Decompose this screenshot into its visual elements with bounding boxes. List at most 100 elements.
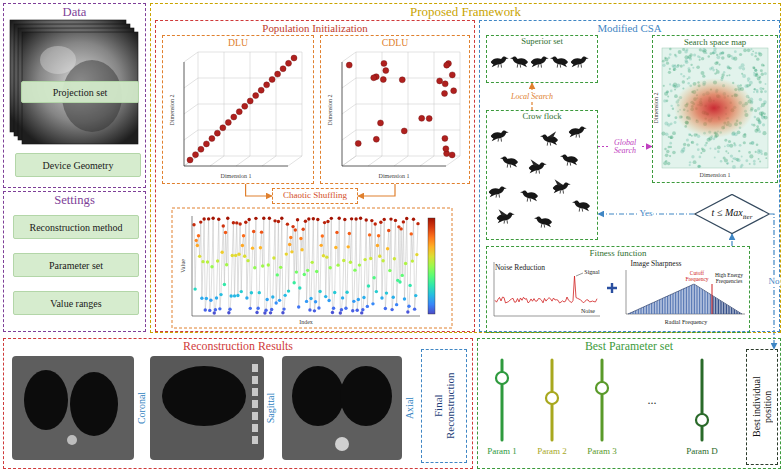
chaotic-plot bbox=[259, 246, 262, 249]
search-space-map bbox=[714, 157, 716, 159]
crow-icons bbox=[529, 159, 547, 173]
chaotic-plot bbox=[389, 217, 392, 220]
search-space-map bbox=[716, 54, 718, 56]
search-space-map bbox=[678, 50, 682, 54]
chaotic-plot bbox=[379, 221, 382, 224]
fitness-plots bbox=[697, 286, 698, 314]
edge-label: Yes bbox=[638, 209, 653, 218]
chaotic-plot bbox=[217, 218, 220, 221]
output-box: Final Reconstruction bbox=[421, 349, 467, 463]
reconstruction-images bbox=[335, 437, 349, 451]
search-space-map bbox=[751, 141, 754, 144]
dlu-plot bbox=[203, 141, 209, 147]
search-space-map bbox=[737, 158, 741, 162]
search-space-map bbox=[716, 70, 720, 74]
reconstruction-images bbox=[252, 364, 258, 372]
search-space-map bbox=[669, 68, 671, 70]
parameter-label: ... bbox=[648, 394, 657, 407]
chaotic-plot bbox=[390, 308, 393, 311]
search-space-map bbox=[753, 67, 755, 69]
reconstruction-images bbox=[340, 366, 392, 426]
chaotic-plot bbox=[339, 311, 342, 314]
search-space-map bbox=[763, 116, 765, 118]
crow-icons bbox=[497, 213, 515, 224]
reconstruction-images bbox=[252, 388, 258, 396]
chaotic-plot bbox=[406, 310, 409, 313]
dlu-plot bbox=[247, 98, 253, 104]
plot-label: Signal bbox=[584, 269, 599, 275]
search-space-map bbox=[665, 133, 669, 137]
reconstruction-images bbox=[12, 356, 134, 460]
dlu-plot bbox=[198, 146, 204, 152]
chaotic-plot bbox=[290, 250, 293, 253]
search-space-map bbox=[764, 72, 767, 75]
search-space-map bbox=[765, 157, 767, 159]
fitness-plots bbox=[684, 288, 685, 314]
chaotic-plot bbox=[405, 217, 408, 220]
chaotic-plot bbox=[270, 308, 273, 311]
dlu-plot bbox=[242, 103, 248, 109]
chaotic-plot bbox=[310, 261, 313, 264]
chaotic-plot bbox=[240, 290, 243, 293]
chaotic-plot bbox=[371, 302, 374, 305]
search-space-map bbox=[697, 55, 700, 58]
fitness-plots bbox=[718, 299, 719, 314]
setting-box: Value ranges bbox=[13, 291, 139, 315]
dlu-plot bbox=[184, 104, 198, 114]
chaotic-plot bbox=[197, 234, 200, 237]
reconstruction-images bbox=[252, 412, 258, 420]
search-space-map bbox=[763, 64, 765, 66]
setting-box: Projection set bbox=[21, 81, 139, 103]
reconstruction-images bbox=[24, 370, 68, 430]
chaotic-plot bbox=[354, 217, 357, 220]
cdlu-plot bbox=[346, 62, 352, 68]
search-space-map bbox=[696, 143, 698, 145]
search-space-map bbox=[699, 59, 701, 61]
search-space-map bbox=[756, 57, 759, 60]
search-space-map bbox=[684, 59, 687, 62]
chaotic-plot bbox=[253, 266, 256, 269]
projection-stack bbox=[40, 46, 76, 74]
parameter-sliders bbox=[596, 382, 608, 394]
reconstruction-images bbox=[252, 376, 258, 384]
chaotic-plot bbox=[220, 251, 223, 254]
chaotic-plot bbox=[196, 244, 199, 247]
chaotic-plot bbox=[194, 218, 418, 313]
search-space-map bbox=[667, 162, 671, 166]
chaotic-plot bbox=[192, 223, 195, 226]
chaotic-plot bbox=[347, 245, 350, 248]
chaotic-plot bbox=[208, 309, 211, 312]
search-space-map bbox=[682, 48, 685, 51]
search-space-map bbox=[669, 155, 671, 157]
search-space-map bbox=[742, 134, 746, 138]
search-space-map bbox=[670, 136, 673, 139]
search-space-map bbox=[763, 100, 767, 104]
cdlu-plot bbox=[368, 156, 382, 166]
chaotic-plot bbox=[381, 259, 384, 262]
chaotic-plot bbox=[193, 287, 196, 290]
crow-icons bbox=[534, 217, 552, 228]
search-space-map bbox=[761, 152, 763, 154]
search-space-map bbox=[759, 112, 763, 116]
panel-title: Settings bbox=[4, 192, 145, 208]
chaotic-plot bbox=[360, 311, 363, 314]
search-space-map bbox=[669, 48, 672, 51]
chaotic-plot bbox=[306, 269, 309, 272]
search-space-map bbox=[664, 58, 668, 62]
box-label: Reconstruction method bbox=[29, 222, 122, 233]
search-space-map bbox=[753, 160, 756, 163]
fitness-plots bbox=[659, 300, 660, 314]
panel-title: DLU bbox=[163, 36, 313, 48]
chaotic-plot bbox=[222, 224, 225, 227]
crow-icons bbox=[567, 162, 570, 165]
chaotic-plot bbox=[213, 311, 216, 314]
vertical-label: Final Reconstruction bbox=[432, 366, 456, 446]
fitness-plots bbox=[656, 301, 657, 314]
chaotic-plot bbox=[204, 308, 207, 311]
chaotic-plot bbox=[271, 295, 274, 298]
chaotic-plot bbox=[236, 294, 239, 297]
fitness-plots bbox=[635, 311, 636, 314]
crow-icons bbox=[491, 57, 509, 68]
chaotic-plot bbox=[304, 220, 307, 223]
search-space-map bbox=[758, 130, 761, 133]
